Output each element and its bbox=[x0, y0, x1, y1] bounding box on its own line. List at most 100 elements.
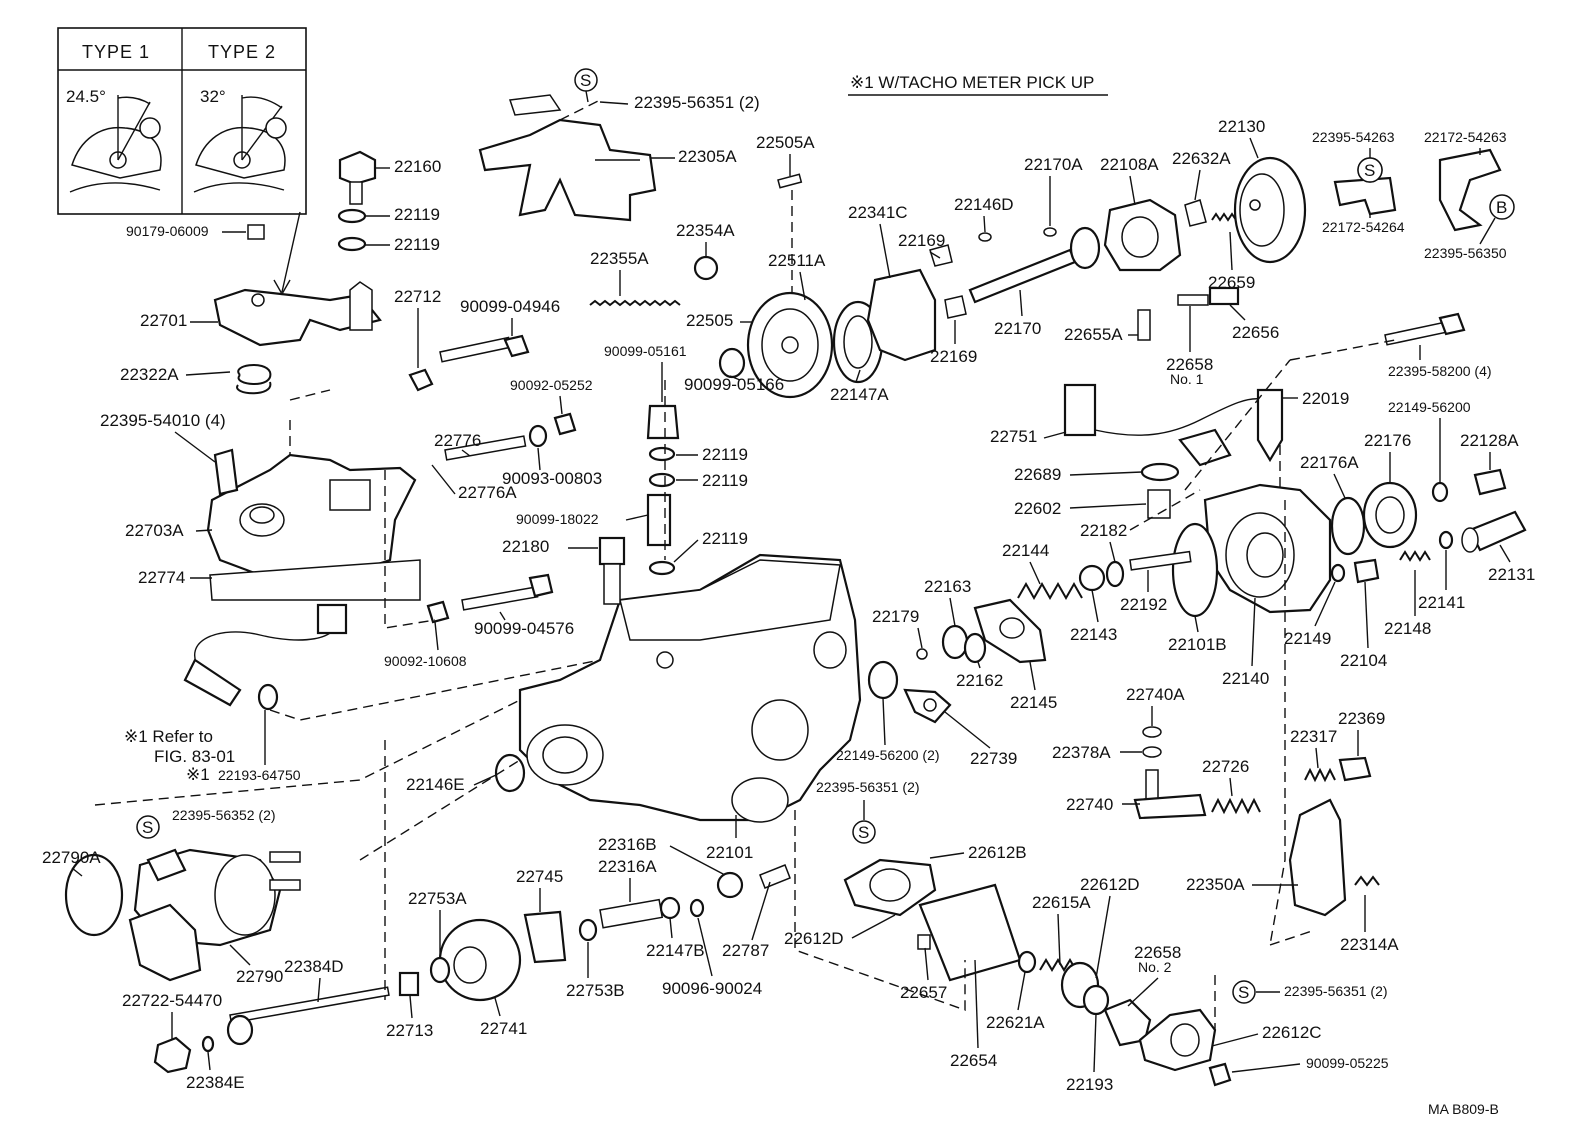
plate-22145 bbox=[916, 598, 1047, 664]
bolt-22395-58200 bbox=[1384, 312, 1466, 346]
label-22632a: 22632A bbox=[1172, 149, 1231, 168]
label-22612d-b: 22612D bbox=[1080, 875, 1140, 894]
label-22149-56200: 22149-56200 bbox=[1388, 399, 1471, 415]
label-22505a: 22505A bbox=[756, 133, 815, 152]
label-22316a: 22316A bbox=[598, 857, 657, 876]
label-22378a: 22378A bbox=[1052, 743, 1111, 762]
rod-22384d bbox=[226, 986, 390, 1046]
label-22395-54010: 22395-54010 (4) bbox=[100, 411, 226, 430]
label-22148: 22148 bbox=[1384, 619, 1431, 638]
symbol-s-b: S bbox=[1364, 161, 1375, 180]
lever-22701 bbox=[213, 281, 382, 395]
label-22753a: 22753A bbox=[408, 889, 467, 908]
label-90099-05161: 90099-05161 bbox=[604, 343, 687, 359]
label-90093-00803: 90093-00803 bbox=[502, 469, 602, 488]
label-22654: 22654 bbox=[950, 1051, 997, 1070]
parts-22655a-22656 bbox=[1137, 286, 1240, 341]
label-22108a: 22108A bbox=[1100, 155, 1159, 174]
label-22722-54470: 22722-54470 bbox=[122, 991, 222, 1010]
label-22395-56351-b: 22395-56351 (2) bbox=[816, 779, 920, 795]
label-22169-b: 22169 bbox=[930, 347, 977, 366]
label-22179: 22179 bbox=[872, 607, 919, 626]
label-22655a: 22655A bbox=[1064, 325, 1123, 344]
pickup-22108a bbox=[1103, 198, 1237, 272]
label-22776: 22776 bbox=[434, 431, 481, 450]
label-22314a: 22314A bbox=[1340, 935, 1399, 954]
valve-22180 bbox=[598, 404, 680, 605]
label-90099-04576: 90099-04576 bbox=[474, 619, 574, 638]
label-22787: 22787 bbox=[722, 941, 769, 960]
label-22019: 22019 bbox=[1302, 389, 1349, 408]
label-22354a: 22354A bbox=[676, 221, 735, 240]
bolt-22776 bbox=[444, 412, 577, 461]
label-22341c: 22341C bbox=[848, 203, 908, 222]
label-22505: 22505 bbox=[686, 311, 733, 330]
angle2-label: 32° bbox=[200, 87, 226, 106]
label-22163: 22163 bbox=[924, 577, 971, 596]
label-22395-56351-c: 22395-56351 (2) bbox=[1284, 983, 1388, 999]
label-22119-d: 22119 bbox=[702, 471, 748, 490]
symbol-s-a: S bbox=[142, 818, 153, 837]
note-refer-line2: FIG. 83-01 bbox=[154, 747, 235, 766]
label-22753b: 22753B bbox=[566, 981, 625, 1000]
label-22621a: 22621A bbox=[986, 1013, 1045, 1032]
sensor-22193 bbox=[183, 603, 348, 711]
pump-housing-22101 bbox=[494, 553, 862, 823]
part-labels: 22395-56351 (2) 22305A 22160 22119 22119… bbox=[42, 68, 1535, 1094]
weights-22745 bbox=[523, 864, 791, 964]
label-22149-56200-2: 22149-56200 (2) bbox=[836, 747, 940, 763]
label-22395-54263: 22395-54263 bbox=[1312, 129, 1395, 145]
solenoid-22790 bbox=[64, 848, 301, 1074]
label-22790a: 22790A bbox=[42, 848, 101, 867]
label-22146d: 22146D bbox=[954, 195, 1014, 214]
label-22713: 22713 bbox=[386, 1021, 433, 1040]
label-22395-56351-a: 22395-56351 (2) bbox=[634, 93, 760, 112]
shaft-22170 bbox=[968, 226, 1101, 304]
label-no2: No. 2 bbox=[1138, 959, 1172, 975]
label-22193: 22193 bbox=[1066, 1075, 1113, 1094]
label-22745: 22745 bbox=[516, 867, 563, 886]
bolt-90099-04576 bbox=[426, 573, 554, 624]
distributor-head-22140 bbox=[1171, 481, 1418, 618]
label-22101: 22101 bbox=[706, 843, 753, 862]
label-22712: 22712 bbox=[394, 287, 441, 306]
label-22774: 22774 bbox=[138, 568, 185, 587]
type-inset: TYPE 1 TYPE 2 24.5° 32° bbox=[57, 27, 307, 215]
label-22143: 22143 bbox=[1070, 625, 1117, 644]
label-22658-a: 22658 bbox=[1166, 355, 1213, 374]
label-22180: 22180 bbox=[502, 537, 549, 556]
label-90096-90024: 90096-90024 bbox=[662, 979, 762, 998]
label-22615a: 22615A bbox=[1032, 893, 1091, 912]
label-22739: 22739 bbox=[970, 749, 1017, 768]
label-22395-58200: 22395-58200 (4) bbox=[1388, 363, 1492, 379]
label-22170a: 22170A bbox=[1024, 155, 1083, 174]
label-22659: 22659 bbox=[1208, 273, 1255, 292]
label-22305a: 22305A bbox=[678, 147, 737, 166]
timer-cover-22612c bbox=[1103, 998, 1232, 1087]
symbol-s-d: S bbox=[1238, 983, 1249, 1002]
type2-lever-sketch bbox=[193, 95, 287, 193]
label-22316b: 22316B bbox=[598, 835, 657, 854]
label-22182: 22182 bbox=[1080, 521, 1127, 540]
bolt-22160 bbox=[247, 150, 377, 252]
plug-22739 bbox=[867, 660, 952, 724]
label-22612b: 22612B bbox=[968, 843, 1027, 862]
angle1-label: 24.5° bbox=[66, 87, 106, 106]
label-22160: 22160 bbox=[394, 157, 441, 176]
symbol-s-c: S bbox=[858, 823, 869, 842]
label-no1: No. 1 bbox=[1170, 371, 1204, 387]
label-22658-b: 22658 bbox=[1134, 943, 1181, 962]
label-22656: 22656 bbox=[1232, 323, 1279, 342]
label-22612c: 22612C bbox=[1262, 1023, 1322, 1042]
note-refer-line1: ※1 Refer to bbox=[124, 727, 213, 746]
label-22119-b: 22119 bbox=[394, 235, 440, 254]
label-22147a: 22147A bbox=[830, 385, 889, 404]
leader-lines bbox=[94, 99, 1396, 1030]
label-22119-c: 22119 bbox=[702, 445, 748, 464]
label-22384d: 22384D bbox=[284, 957, 344, 976]
label-22192: 22192 bbox=[1120, 595, 1167, 614]
label-22146e: 22146E bbox=[406, 775, 465, 794]
label-22147b: 22147B bbox=[646, 941, 705, 960]
label-22751: 22751 bbox=[990, 427, 1037, 446]
